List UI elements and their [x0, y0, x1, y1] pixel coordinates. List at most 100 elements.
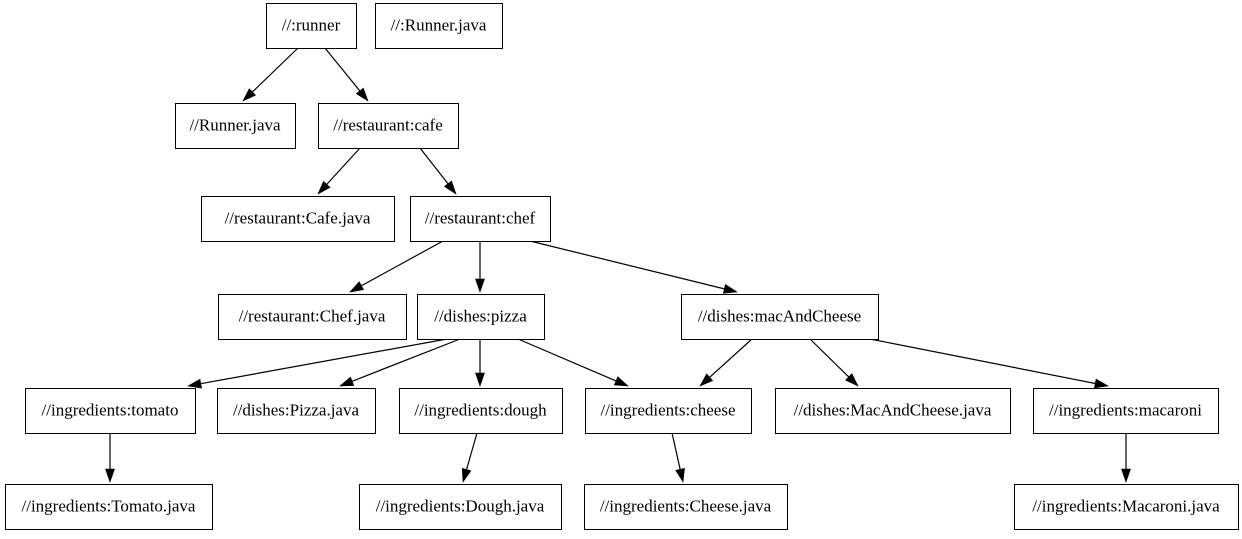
- edge-arrowhead-icon: [443, 180, 457, 195]
- graph-edge: [187, 338, 448, 389]
- edge-line: [809, 338, 850, 378]
- graph-edge: [517, 338, 629, 387]
- node-box[interactable]: [318, 103, 459, 149]
- node-box[interactable]: [681, 294, 879, 340]
- node-label: //:runner: [282, 15, 341, 34]
- node-box[interactable]: [1014, 484, 1239, 530]
- edge-line: [326, 147, 361, 185]
- graph-edge: [809, 338, 859, 387]
- graph-node[interactable]: //restaurant:cafe: [318, 103, 459, 149]
- graph-node[interactable]: //ingredients:dough: [399, 388, 563, 434]
- edge-arrowhead-icon: [187, 378, 202, 389]
- edge-line: [351, 338, 461, 382]
- graph-node[interactable]: //restaurant:Chef.java: [218, 294, 407, 340]
- edge-arrowhead-icon: [242, 88, 256, 102]
- graph-node[interactable]: //ingredients:Cheese.java: [584, 484, 788, 530]
- edge-line: [200, 338, 448, 385]
- edge-arrowhead-icon: [845, 373, 859, 387]
- graph-node[interactable]: //ingredients:Dough.java: [359, 484, 562, 530]
- edge-arrowhead-icon: [339, 376, 355, 387]
- edge-line: [869, 338, 1096, 385]
- edge-arrowhead-icon: [317, 180, 331, 195]
- node-label: //ingredients:cheese: [600, 400, 735, 419]
- edge-arrowhead-icon: [613, 376, 629, 387]
- edge-arrowhead-icon: [349, 281, 365, 293]
- graph-node[interactable]: //:Runner.java: [375, 3, 503, 49]
- node-label: //ingredients:tomato: [42, 400, 179, 419]
- node-box[interactable]: [25, 388, 196, 434]
- edge-line: [465, 432, 478, 470]
- graph-edge: [461, 432, 478, 483]
- node-box[interactable]: [410, 196, 551, 242]
- graph-node[interactable]: //dishes:MacAndCheese.java: [775, 388, 1011, 434]
- node-label: //restaurant:Cafe.java: [225, 208, 371, 227]
- node-box[interactable]: [266, 3, 357, 49]
- graph-edge: [349, 240, 444, 293]
- graph-node[interactable]: //Runner.java: [175, 103, 296, 149]
- node-label: //dishes:pizza: [434, 306, 527, 325]
- node-label: //ingredients:Macaroni.java: [1032, 496, 1220, 515]
- graph-edge: [869, 338, 1109, 389]
- node-box[interactable]: [359, 484, 562, 530]
- graph-node[interactable]: //restaurant:Cafe.java: [201, 196, 395, 242]
- node-box[interactable]: [775, 388, 1011, 434]
- node-box[interactable]: [585, 388, 752, 434]
- node-box[interactable]: [201, 196, 395, 242]
- graph-edge: [324, 47, 369, 102]
- node-label: //dishes:MacAndCheese.java: [794, 400, 992, 419]
- graph-node[interactable]: //dishes:macAndCheese: [681, 294, 879, 340]
- edge-arrowhead-icon: [461, 467, 472, 483]
- edge-arrowhead-icon: [475, 372, 485, 387]
- node-label: //restaurant:chef: [425, 208, 536, 227]
- graph-edge: [317, 147, 361, 195]
- node-box[interactable]: [399, 388, 563, 434]
- edge-line: [517, 338, 617, 382]
- graph-node[interactable]: //:runner: [266, 3, 357, 49]
- node-box[interactable]: [584, 484, 788, 530]
- graph-node[interactable]: //ingredients:macaroni: [1033, 388, 1219, 434]
- graph-node[interactable]: //ingredients:Macaroni.java: [1014, 484, 1239, 530]
- edge-arrowhead-icon: [1093, 378, 1109, 389]
- graph-node[interactable]: //ingredients:cheese: [585, 388, 752, 434]
- graph-node[interactable]: //ingredients:Tomato.java: [5, 484, 213, 530]
- edge-line: [709, 338, 753, 378]
- node-label: //ingredients:Tomato.java: [22, 496, 196, 515]
- edge-arrowhead-icon: [475, 278, 485, 293]
- graph-node[interactable]: //restaurant:chef: [410, 196, 551, 242]
- node-box[interactable]: [1033, 388, 1219, 434]
- edge-arrowhead-icon: [722, 284, 738, 294]
- node-label: //restaurant:cafe: [333, 115, 443, 134]
- node-box[interactable]: [218, 294, 407, 340]
- edge-line: [419, 147, 449, 185]
- edge-arrowhead-icon: [675, 467, 685, 483]
- graph-edge: [242, 47, 299, 102]
- node-label: //ingredients:dough: [414, 400, 547, 419]
- node-box[interactable]: [417, 294, 545, 340]
- node-box[interactable]: [175, 103, 296, 149]
- edge-arrowhead-icon: [1121, 468, 1131, 483]
- edge-line: [671, 432, 681, 470]
- edge-line: [529, 240, 725, 290]
- nodes-layer: //:runner //:Runner.java //Runner.java //re…: [5, 3, 1239, 530]
- edge-arrowhead-icon: [355, 87, 369, 102]
- node-label: //:Runner.java: [391, 15, 487, 34]
- graph-edge: [475, 339, 485, 387]
- graph-node[interactable]: //ingredients:tomato: [25, 388, 196, 434]
- graph-edge: [475, 241, 485, 293]
- node-box[interactable]: [375, 3, 503, 49]
- edge-arrowhead-icon: [105, 468, 115, 483]
- node-label: //ingredients:Dough.java: [376, 496, 545, 515]
- node-box[interactable]: [217, 388, 376, 434]
- graph-edge: [1121, 433, 1131, 483]
- graph-node[interactable]: //dishes:pizza: [417, 294, 545, 340]
- node-box[interactable]: [5, 484, 213, 530]
- edge-line: [251, 47, 299, 93]
- graph-node[interactable]: //dishes:Pizza.java: [217, 388, 376, 434]
- graph-edge: [419, 147, 457, 195]
- graph-edge: [529, 240, 738, 294]
- node-label: //restaurant:Chef.java: [239, 306, 386, 325]
- graph-edge: [671, 432, 685, 483]
- node-label: //ingredients:macaroni: [1049, 400, 1202, 419]
